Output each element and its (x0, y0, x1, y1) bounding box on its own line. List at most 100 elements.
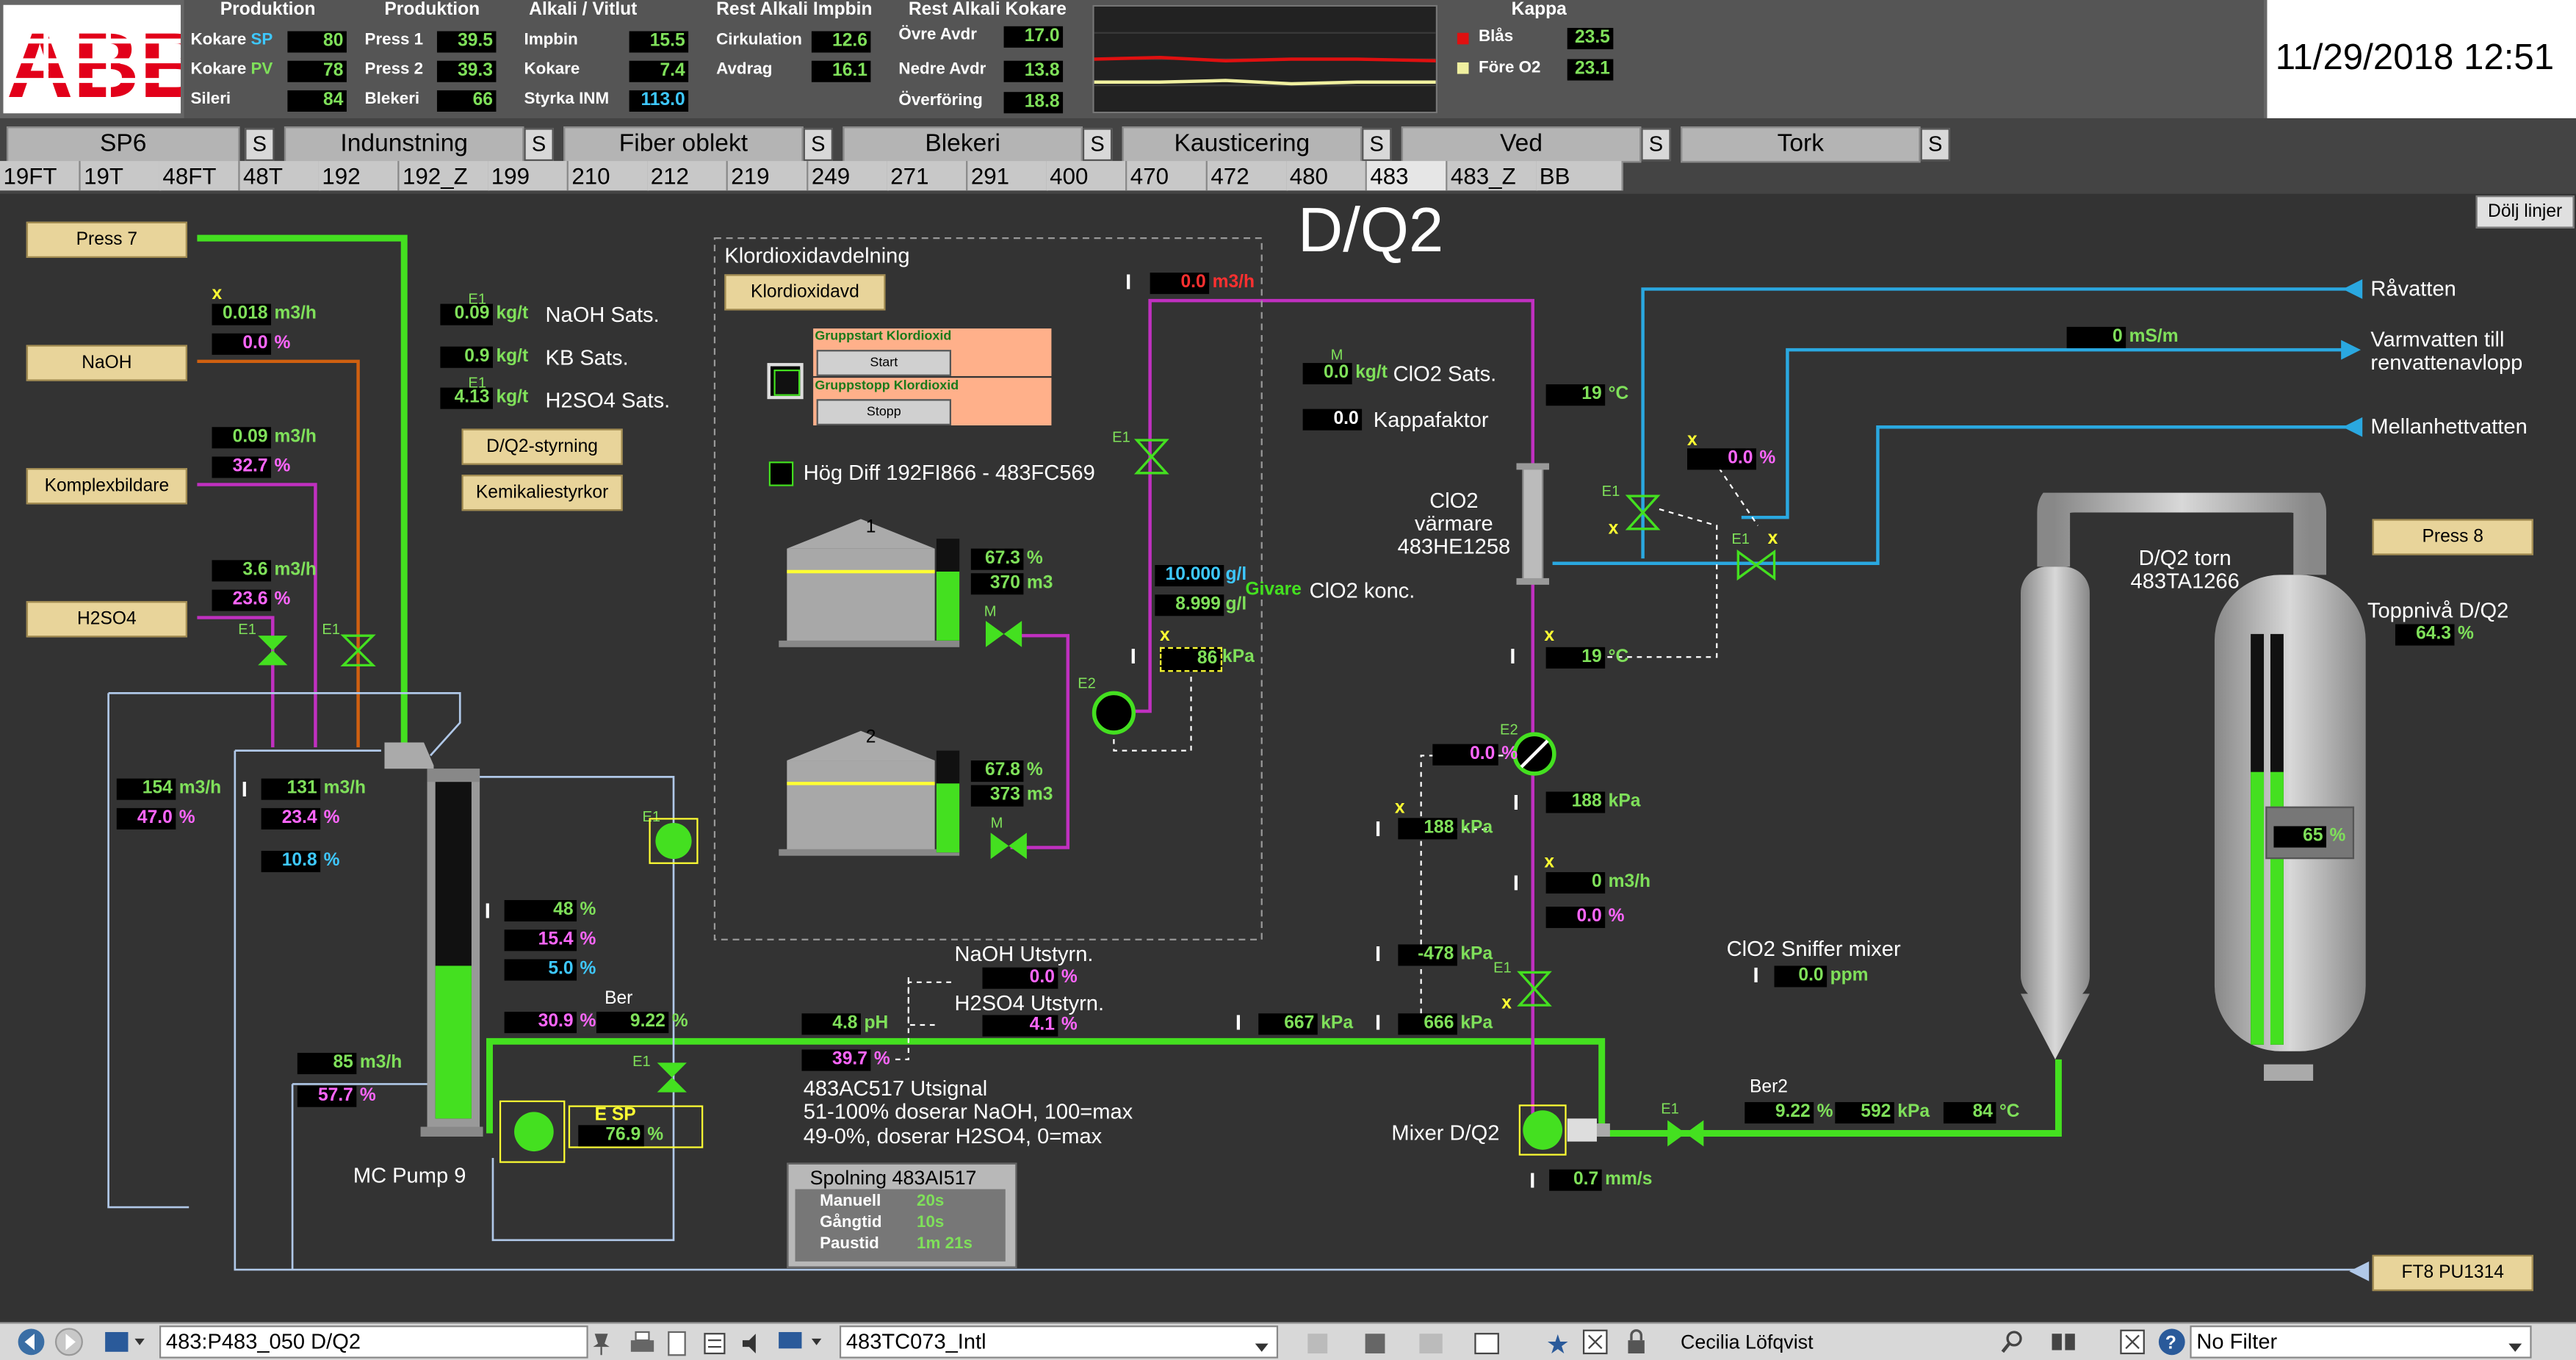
naoh-flow-value[interactable]: 0.018 (212, 303, 272, 325)
h2so4-flow-value[interactable]: 3.6 (212, 560, 272, 582)
ber-value[interactable]: 9.22 (596, 1012, 669, 1034)
hogdiff-checkbox[interactable] (768, 461, 794, 486)
monitor-icon[interactable] (776, 1329, 825, 1360)
tank1-pct-value[interactable]: 67.3 (970, 548, 1024, 570)
page-icon[interactable] (664, 1331, 690, 1360)
kpa666-value[interactable]: 666 (1398, 1013, 1457, 1035)
dq2-styrning-button[interactable]: D/Q2-styrning (461, 428, 623, 465)
subtab-483[interactable]: 483 (1366, 161, 1448, 191)
mc-pump-icon[interactable] (499, 1100, 566, 1163)
tree-icon[interactable] (1362, 1331, 1395, 1360)
aux-pump-icon[interactable] (649, 818, 699, 864)
sats-h2so4-value[interactable]: 4.13 (440, 387, 493, 409)
pct309-value[interactable]: 30.9 (504, 1012, 577, 1034)
clo2-pump-icon[interactable] (1091, 690, 1137, 744)
lvl48-value[interactable]: 48 (504, 900, 577, 922)
kpa188a-value[interactable]: 188 (1545, 791, 1606, 813)
press8-button[interactable]: Press 8 (2372, 519, 2533, 555)
help-icon[interactable]: ? (2157, 1327, 2187, 1360)
clo2-sats-value[interactable]: 0.0 (1302, 363, 1352, 385)
h2so4-utstyrn-value[interactable]: 4.1 (982, 1015, 1058, 1037)
klordioxidavd-button[interactable]: Klordioxidavd (724, 274, 886, 311)
lock-icon[interactable] (1623, 1329, 1650, 1360)
subtab-483z[interactable]: 483_Z (1447, 161, 1538, 191)
pin-icon[interactable] (588, 1331, 615, 1360)
clo2-flow-value[interactable]: 0.0 (1150, 273, 1210, 295)
varmvatten-value[interactable]: 0 (2066, 326, 2126, 348)
temp84-value[interactable]: 84 (1943, 1102, 1996, 1124)
pct397-value[interactable]: 39.7 (801, 1049, 871, 1071)
star-icon[interactable]: ★ (1545, 1331, 1570, 1360)
tab-tork[interactable]: Tork (1681, 126, 1921, 163)
komplex-flow-value[interactable]: 0.09 (212, 427, 272, 449)
tab-kausticering-s[interactable]: S (1362, 128, 1392, 162)
subtab-219[interactable]: 219 (727, 161, 809, 191)
sound-icon[interactable] (737, 1331, 764, 1360)
binocular-icon[interactable] (2049, 1329, 2085, 1360)
pct108-value[interactable]: 10.8 (261, 850, 321, 873)
pct00b-value[interactable]: 0.0 (1432, 744, 1498, 766)
pct577-value[interactable]: 57.7 (297, 1085, 357, 1107)
tab-sp6-s[interactable]: S (245, 128, 275, 162)
press7-button[interactable]: Press 7 (26, 221, 187, 258)
sats-kb-value[interactable]: 0.9 (440, 346, 493, 368)
topp-value[interactable]: 64.3 (2395, 624, 2455, 646)
subtab-400[interactable]: 400 (1046, 161, 1128, 191)
tank1-vol-value[interactable]: 370 (970, 573, 1024, 595)
close-window-icon[interactable] (1582, 1329, 1609, 1360)
subtab-271[interactable]: 271 (887, 161, 968, 191)
address-field[interactable]: 483:P483_050 D/Q2 (159, 1325, 588, 1359)
mixer-valve-icon[interactable] (1516, 969, 1552, 1017)
water-valve1-icon[interactable] (1625, 493, 1661, 541)
kemikaliestyrkor-button[interactable]: Kemikaliestyrkor (461, 475, 623, 511)
list-icon[interactable] (701, 1331, 728, 1360)
pct47-value[interactable]: 47.0 (116, 807, 176, 830)
konc1-value[interactable]: 10.000 (1155, 565, 1224, 587)
clo2-tank-1[interactable] (779, 516, 967, 654)
standpipe-vessel[interactable] (384, 736, 487, 1147)
chart-icon[interactable] (1416, 1331, 1449, 1360)
ber2-value[interactable]: 9.22 (1745, 1102, 1814, 1124)
water-valve2-icon[interactable] (1735, 549, 1778, 590)
flow0-value[interactable]: 0 (1545, 872, 1606, 894)
subtab-bb[interactable]: BB (1536, 161, 1623, 191)
naoh-pct-value[interactable]: 0.0 (212, 333, 272, 355)
temp19b-value[interactable]: 19 (1545, 647, 1606, 669)
kpa86-value[interactable]: 86 (1160, 647, 1223, 672)
lvl154-value[interactable]: 15.4 (504, 929, 577, 951)
subtab-19ft[interactable]: 19FT (0, 161, 81, 191)
print-icon[interactable] (627, 1331, 657, 1360)
tank2-vol-value[interactable]: 373 (970, 785, 1024, 807)
table-icon[interactable] (1472, 1331, 1505, 1360)
sats-naoh-value[interactable]: 0.09 (440, 303, 493, 325)
sniffer-value[interactable]: 0.0 (1774, 965, 1828, 987)
subtab-470[interactable]: 470 (1127, 161, 1208, 191)
subtab-210[interactable]: 210 (568, 161, 649, 191)
outlet-valve-icon[interactable] (1664, 1117, 1707, 1158)
h2so4-button[interactable]: H2SO4 (26, 601, 187, 638)
tab-blekeri-s[interactable]: S (1082, 128, 1113, 162)
tab-tork-s[interactable]: S (1920, 128, 1950, 162)
subtab-480[interactable]: 480 (1286, 161, 1367, 191)
h2so4-pct-value[interactable]: 23.6 (212, 589, 272, 611)
tank1-valve-icon[interactable] (982, 618, 1025, 659)
tab-fiber-oblekt-s[interactable]: S (803, 128, 833, 162)
tab-kausticering[interactable]: Kausticering (1122, 126, 1363, 163)
subtab-48ft[interactable]: 48FT (159, 161, 240, 191)
ftb-button[interactable]: FT8 PU1314 (2372, 1254, 2533, 1292)
h2so4-valve-icon[interactable] (255, 633, 291, 677)
flowmeter-icon[interactable] (1512, 731, 1558, 785)
flow154-value[interactable]: 154 (116, 778, 176, 800)
komplex-valve-icon[interactable] (340, 633, 376, 677)
tab-ved[interactable]: Ved (1401, 126, 1642, 163)
tab-sp6[interactable]: SP6 (6, 126, 240, 163)
level65-value[interactable]: 65 (2273, 826, 2327, 848)
magnifier-icon[interactable] (1999, 1329, 2026, 1360)
search-field[interactable]: 483TC073_Intl (839, 1325, 1279, 1359)
tank2-valve-icon[interactable] (987, 830, 1030, 871)
search-dropdown-icon[interactable] (1254, 1334, 1270, 1360)
subtab-472[interactable]: 472 (1207, 161, 1288, 191)
tank2-pct-value[interactable]: 67.8 (970, 760, 1024, 782)
forward-icon[interactable] (54, 1327, 84, 1360)
naoh-utstyrn-value[interactable]: 0.0 (982, 967, 1058, 989)
